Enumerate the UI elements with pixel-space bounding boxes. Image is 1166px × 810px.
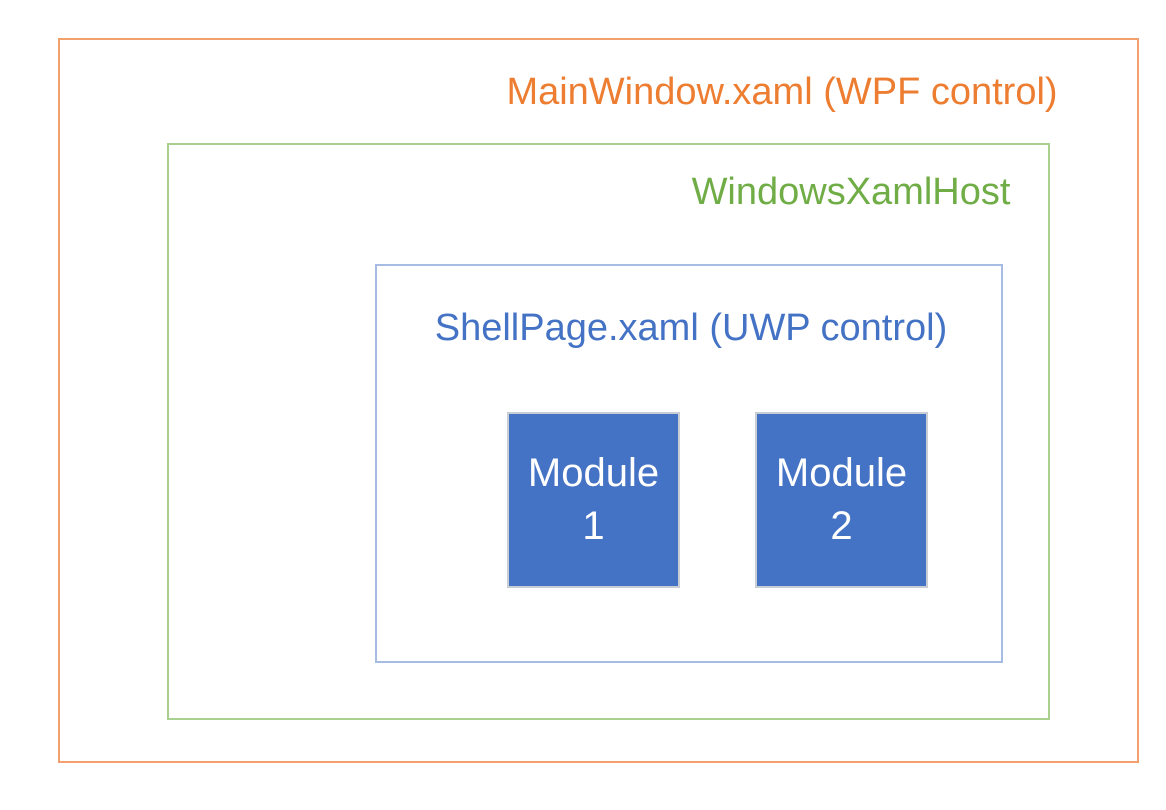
windowsxamlhost-box: WindowsXamlHost ShellPage.xaml (UWP cont… [167,143,1050,720]
mainwindow-wpf-label: MainWindow.xaml (WPF control) [506,71,1058,113]
module-2-label-line1: Module [775,451,908,495]
windowsxamlhost-label: WindowsXamlHost [691,171,1011,213]
module-2-label-line2: 2 [830,504,853,548]
module-2-box: Module 2 [755,412,928,588]
shellpage-uwp-box: ShellPage.xaml (UWP control) Module 1 Mo… [375,264,1003,663]
module-1-box: Module 1 [507,412,680,588]
shellpage-uwp-label: ShellPage.xaml (UWP control) [434,307,948,349]
module-1-label-line2: 1 [582,504,605,548]
mainwindow-wpf-box: MainWindow.xaml (WPF control) WindowsXam… [58,38,1139,763]
module-1-label-line1: Module [527,451,660,495]
